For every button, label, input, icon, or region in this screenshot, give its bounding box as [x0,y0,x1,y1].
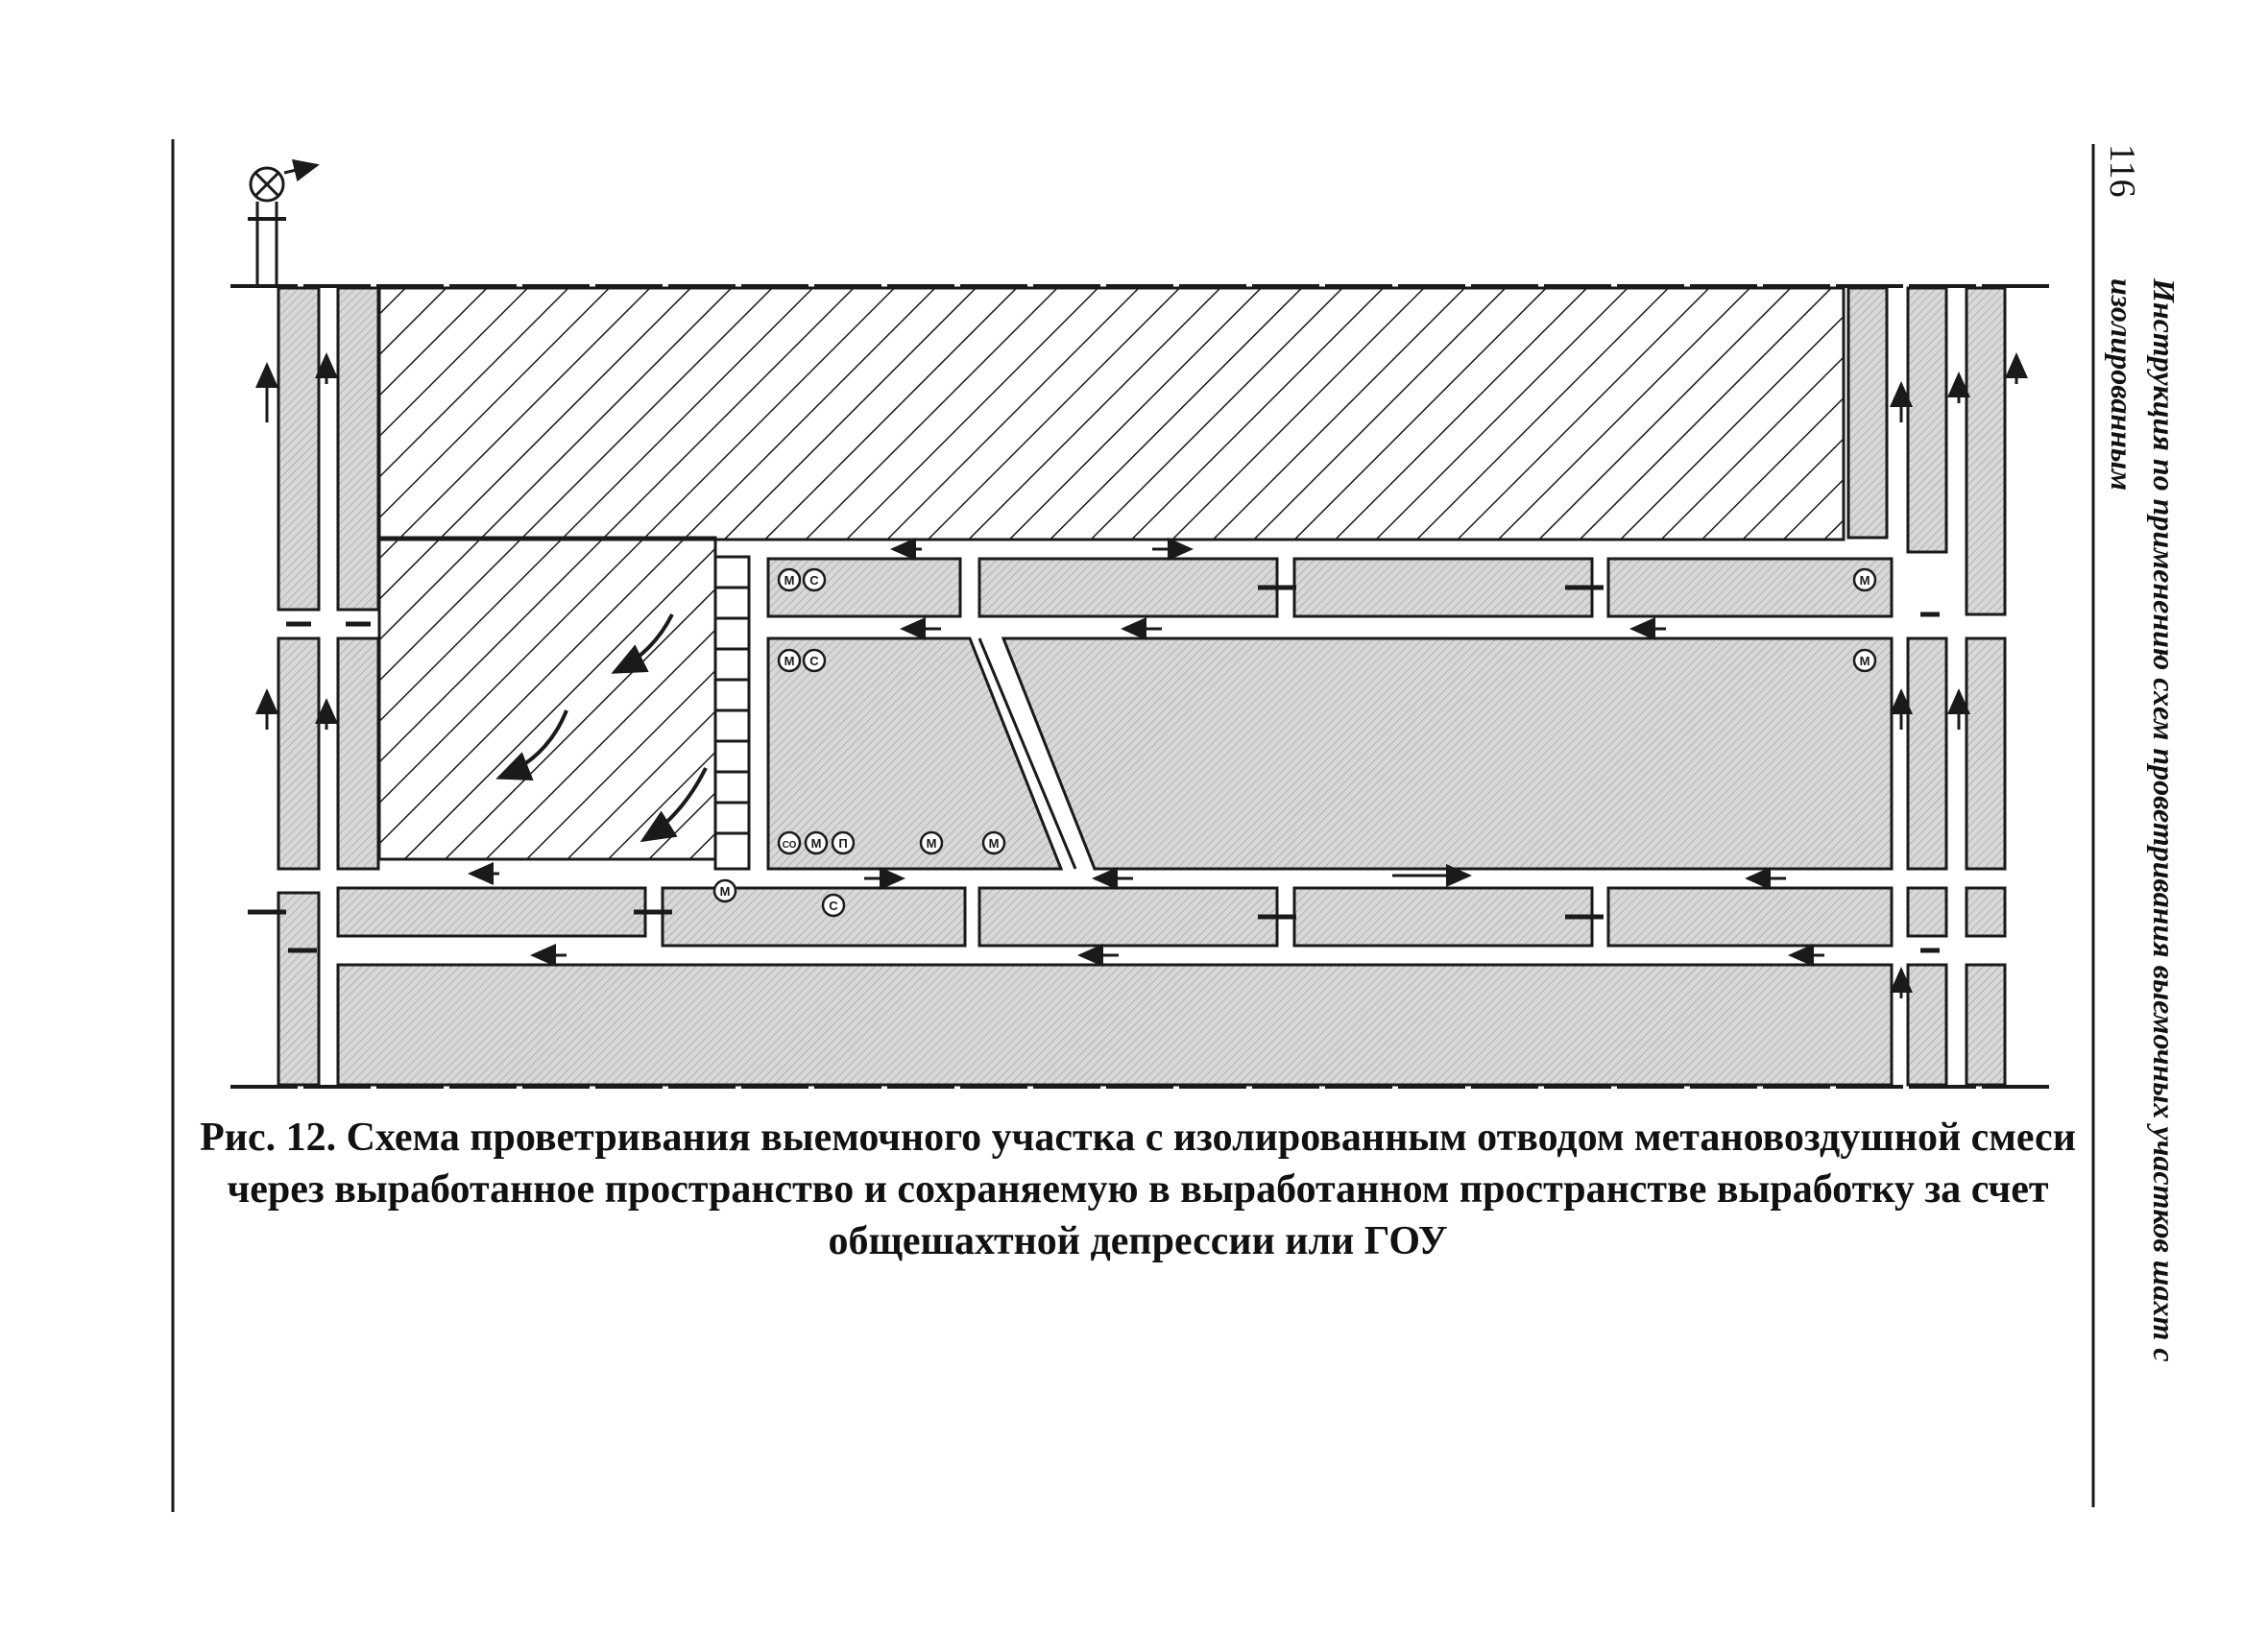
goaf-top [377,286,1846,541]
svg-text:С: С [809,654,819,668]
figure-caption-text: Схема проветривания выемочного участка с… [227,1116,2076,1263]
sensor-methane-1: М [777,567,802,592]
longwall-face [713,555,751,871]
right-entry-8 [1906,963,1948,1087]
svg-text:М: М [811,836,822,851]
sensor-dust-1: П [831,830,856,855]
bottom-block [336,963,1894,1087]
right-entry-5 [1965,636,2007,871]
sensor-methane-7: М [981,830,1006,855]
panel-right [1001,636,1894,871]
right-entry-2 [1906,286,1948,554]
lower-pillar-1 [336,886,647,938]
left-entry-2 [336,286,380,612]
svg-text:С: С [809,573,819,588]
upper-pillar-2 [977,557,1279,618]
left-entry-5 [277,891,321,1087]
sensor-methane-3: М [777,648,802,673]
left-entry-1 [277,286,321,612]
page-number: 116 [2102,144,2142,198]
right-entry-3 [1965,286,2007,616]
figure-caption: Рис. 12. Схема проветривания выемочного … [182,1112,2093,1267]
sensor-methane-8: М [712,878,737,903]
right-entry-9 [1965,963,2007,1087]
right-entry-4 [1906,636,1948,871]
svg-text:С: С [829,899,838,913]
running-title: Инструкция по применению схем проветрива… [2105,278,2182,1362]
sensor-co-2: С [802,648,827,673]
upper-pillar-4 [1606,557,1894,618]
left-entry-4 [336,636,380,871]
sensor-co-3: СО [777,830,802,855]
upper-pillar-1 [766,557,962,618]
sensor-methane-5: М [804,830,829,855]
diagonal-entry [977,637,1077,870]
svg-text:М: М [1860,654,1870,668]
right-entry-7 [1965,886,2007,938]
goaf-flow-arrow [495,709,568,780]
svg-text:П: П [838,836,847,851]
sensor-co-1: С [802,567,827,592]
svg-text:М: М [927,836,937,851]
svg-text:М: М [989,836,1000,851]
right-entry-1 [1846,286,1889,540]
right-entry-6 [1906,886,1948,938]
svg-text:М: М [784,573,795,588]
svg-text:СО: СО [783,840,797,851]
lower-pillar-3 [977,886,1279,948]
figure-label: Рис. 12. [200,1116,337,1160]
lower-pillar-5 [1606,886,1894,948]
lower-pillar-4 [1292,886,1594,948]
svg-text:М: М [720,884,731,899]
lower-pillar-2 [661,886,967,948]
sensor-methane-4: М [1852,648,1877,673]
goaf-flow-arrow [639,767,708,843]
svg-text:М: М [784,654,795,668]
upper-pillar-3 [1292,557,1594,618]
svg-text:М: М [1860,573,1870,588]
sensor-methane-6: М [919,830,944,855]
sensor-co-4: С [821,893,846,918]
left-entry-3 [277,636,321,871]
sensor-methane-2: М [1852,567,1877,592]
goaf-flow-arrow [611,613,674,674]
goaf-left [377,536,717,861]
